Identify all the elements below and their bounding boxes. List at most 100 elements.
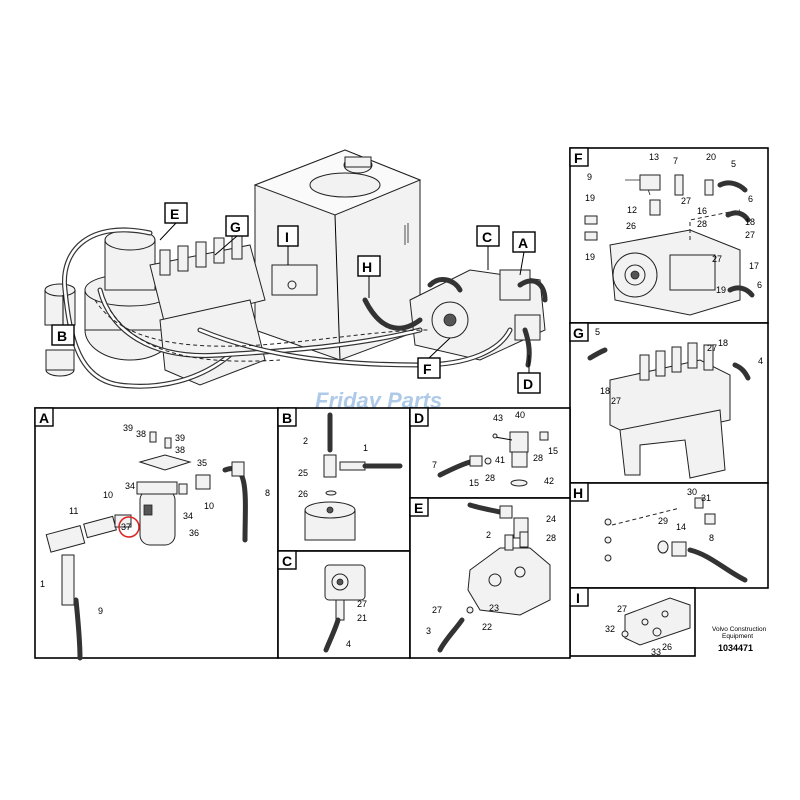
overview-label-I[interactable]: I: [277, 225, 299, 265]
panel-D-callouts: 43 40 41 28 15 7 15 28 42: [432, 410, 558, 488]
callout-I-32: 32: [605, 624, 615, 634]
callout-A-36: 36: [189, 528, 199, 538]
callout-B-25: 25: [298, 468, 308, 478]
svg-text:G: G: [230, 219, 241, 235]
overview-illustration: [44, 149, 548, 389]
callout-A-34: 34: [125, 481, 135, 491]
svg-text:H: H: [362, 259, 372, 275]
footer: Volvo Construction Equipment 1034471: [712, 626, 767, 653]
callout-F-19: 19: [585, 252, 595, 262]
callout-F-19: 19: [585, 193, 595, 203]
callout-A-37: 37: [121, 522, 131, 532]
callout-E-3: 3: [426, 626, 431, 636]
callout-C-4: 4: [346, 639, 351, 649]
callout-F-19: 19: [716, 285, 726, 295]
callout-F-7: 7: [673, 156, 678, 166]
callout-A-9: 9: [98, 606, 103, 616]
callout-G-5: 5: [595, 327, 600, 337]
callout-G-27: 27: [611, 396, 621, 406]
svg-text:A: A: [39, 410, 49, 426]
callout-F-6: 6: [757, 280, 762, 290]
callout-F-27: 27: [681, 196, 691, 206]
callout-D-42: 42: [544, 476, 554, 486]
panel-G-callouts: 5 27 18 18 27 4: [595, 327, 763, 406]
callout-F-20: 20: [706, 152, 716, 162]
svg-text:I: I: [576, 590, 580, 606]
svg-text:B: B: [282, 410, 292, 426]
callout-F-16: 16: [697, 206, 707, 216]
panel-E: E: [409, 497, 571, 659]
callout-F-13: 13: [649, 152, 659, 162]
callout-H-14: 14: [676, 522, 686, 532]
svg-text:C: C: [482, 229, 492, 245]
panel-B-callouts: 2 1 25 26: [298, 436, 368, 499]
callout-A-11: 11: [69, 506, 78, 516]
svg-text:D: D: [523, 376, 533, 392]
panel-H-callouts: 30 31 29 14 8: [658, 487, 714, 543]
callout-E-22: 22: [482, 622, 492, 632]
callout-E-27: 27: [432, 605, 442, 615]
callout-D-15: 15: [469, 478, 479, 488]
svg-text:E: E: [414, 500, 423, 516]
callout-A-39: 39: [175, 433, 185, 443]
overview-label-B[interactable]: B: [51, 295, 75, 346]
callout-F-9: 9: [587, 172, 592, 182]
panel-C: C: [277, 550, 411, 659]
callout-B-2: 2: [303, 436, 308, 446]
overview-label-E[interactable]: E: [159, 202, 188, 241]
panel-F-callouts: 13 9 7 20 5 19 27 6 12 16 26 28 18 27 19…: [585, 152, 762, 295]
callout-F-27: 27: [712, 254, 722, 264]
callout-C-27: 27: [357, 599, 367, 609]
callout-I-26: 26: [662, 642, 672, 652]
panel-I: I: [569, 587, 696, 657]
overview-label-D[interactable]: D: [517, 355, 541, 394]
svg-text:D: D: [414, 410, 424, 426]
callout-B-26: 26: [298, 489, 308, 499]
svg-text:1034471: 1034471: [718, 643, 753, 653]
panel-B: B: [277, 407, 411, 552]
callout-E-24: 24: [546, 514, 556, 524]
callout-A-38: 38: [136, 429, 146, 439]
panel-C-callouts: 27 21 4: [346, 599, 367, 649]
svg-text:C: C: [282, 553, 292, 569]
overview-label-G[interactable]: G: [214, 215, 249, 256]
callout-D-28: 28: [533, 453, 543, 463]
callout-D-28: 28: [485, 473, 495, 483]
callout-F-26: 26: [626, 221, 636, 231]
callout-C-21: 21: [357, 613, 367, 623]
panel-A-callouts: 39 38 39 38 35 10 34 8 11 10 34 37 36 1 …: [40, 423, 270, 616]
callout-G-18: 18: [600, 386, 610, 396]
overview-label-C[interactable]: C: [476, 225, 500, 270]
callout-A-34: 34: [183, 511, 193, 521]
svg-text:H: H: [573, 485, 583, 501]
panel-H: H: [569, 482, 769, 589]
callout-E-28: 28: [546, 533, 556, 543]
callout-A-10: 10: [103, 490, 113, 500]
callout-A-10: 10: [204, 501, 214, 511]
callout-F-6: 6: [748, 194, 753, 204]
overview-label-F[interactable]: F: [417, 337, 451, 379]
callout-F-5: 5: [731, 159, 736, 169]
callout-A-35: 35: [197, 458, 207, 468]
callout-F-17: 17: [749, 261, 759, 271]
svg-text:G: G: [573, 325, 584, 341]
panel-A: A: [34, 407, 279, 661]
callout-A-38: 38: [175, 445, 185, 455]
callout-A-39: 39: [123, 423, 133, 433]
svg-text:E: E: [170, 206, 179, 222]
callout-D-43: 43: [493, 413, 503, 423]
callout-F-12: 12: [627, 205, 637, 215]
overview-label-A[interactable]: A: [512, 231, 536, 276]
panel-G: G: [569, 322, 769, 484]
callout-D-15: 15: [548, 446, 558, 456]
callout-F-27: 27: [745, 230, 755, 240]
callout-D-41: 41: [495, 455, 505, 465]
callout-H-30: 30: [687, 487, 697, 497]
callout-E-2: 2: [486, 530, 491, 540]
callout-E-23: 23: [489, 603, 499, 613]
callout-D-7: 7: [432, 460, 437, 470]
overview-label-H[interactable]: H: [357, 255, 381, 298]
panel-E-callouts: 2 24 28 27 23 3 22: [426, 514, 556, 636]
svg-text:B: B: [57, 328, 67, 344]
